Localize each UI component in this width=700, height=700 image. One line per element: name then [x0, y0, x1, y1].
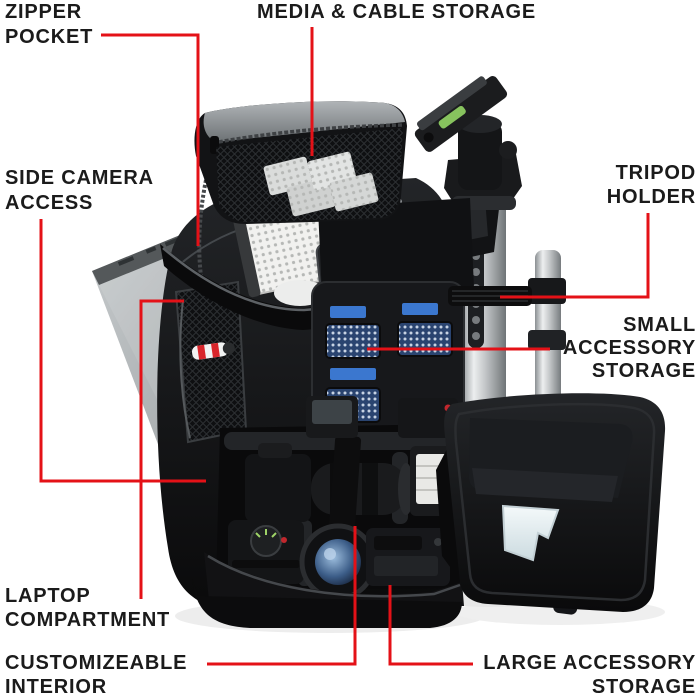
callout-line-laptop — [139, 299, 184, 599]
microfiber-cloth — [501, 504, 560, 562]
flap-outer-shell — [203, 101, 405, 142]
callout-line-side-camera — [39, 219, 206, 483]
annotation-small-accessory-storage: SMALL ACCESSORY STORAGE — [563, 314, 696, 383]
annotation-line: COMPARTMENT — [5, 609, 171, 631]
pocket-knife — [191, 342, 235, 360]
annotation-large-accessory-storage: LARGE ACCESSORY STORAGE — [483, 651, 696, 699]
annotation-line: TRIPOD — [615, 162, 696, 184]
annotation-customizeable-interior: CUSTOMIZEABLE INTERIOR — [5, 651, 187, 699]
annotation-line: HOLDER — [606, 186, 696, 208]
annotation-line: LAPTOP — [5, 585, 91, 607]
tripod-ball-head — [414, 76, 517, 190]
battery-grip-body — [366, 528, 450, 586]
sd-card — [402, 303, 438, 315]
annotation-line: LARGE ACCESSORY — [483, 652, 696, 674]
annotation-zipper-pocket: ZIPPER POCKET — [5, 0, 93, 50]
annotation-line: ACCESSORY — [562, 337, 696, 359]
annotation-line: STORAGE — [591, 360, 696, 382]
callout-line-zipper-pocket — [101, 33, 200, 246]
annotation-line: INTERIOR — [5, 676, 107, 698]
callout-line-tripod-holder — [500, 213, 650, 299]
annotation-line: POCKET — [5, 26, 94, 48]
sd-card — [330, 306, 366, 318]
camera-strap — [328, 435, 362, 533]
sd-card — [330, 368, 376, 380]
flash-fresnel — [312, 400, 352, 424]
side-mesh-pocket — [176, 282, 246, 442]
annotation-media-cable-storage: MEDIA & CABLE STORAGE — [257, 0, 536, 25]
dslr-body — [228, 520, 304, 584]
mesh-pocket — [325, 323, 381, 359]
flap-pocket — [468, 418, 633, 502]
side-flap — [436, 393, 666, 612]
annotation-line: CUSTOMIZEABLE — [5, 652, 188, 674]
annotation-line: SIDE CAMERA — [5, 167, 154, 189]
callout-line-customizeable — [207, 526, 357, 666]
annotation-line: MEDIA & CABLE STORAGE — [257, 1, 537, 23]
flap-zipper — [212, 123, 405, 145]
lower-compartment — [192, 396, 464, 628]
annotation-side-camera-access: SIDE CAMERA ACCESS — [5, 166, 154, 216]
annotation-line: ZIPPER — [5, 1, 83, 23]
tripod-quick-release-plate — [414, 76, 508, 152]
callout-line-large-accessory — [388, 585, 473, 666]
annotation-line: SMALL — [623, 314, 696, 336]
top-flap — [194, 101, 407, 224]
annotation-tripod-holder: TRIPOD HOLDER — [607, 161, 696, 209]
annotation-laptop-compartment: LAPTOP COMPARTMENT — [5, 584, 170, 632]
memory-card-wallets — [263, 151, 379, 217]
annotation-line: STORAGE — [591, 676, 696, 698]
annotation-line: ACCESS — [5, 192, 94, 214]
